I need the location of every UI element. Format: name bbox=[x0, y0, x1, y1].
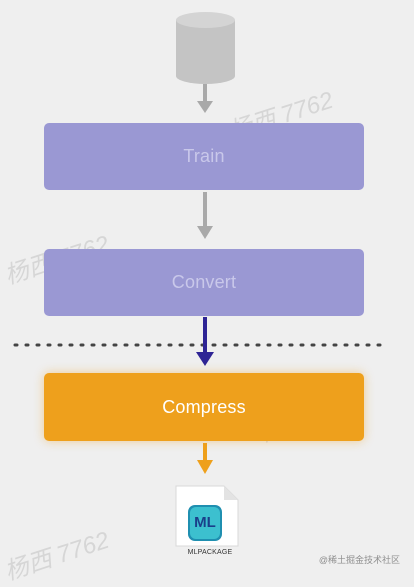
credit-text: @稀土掘金技术社区 bbox=[318, 555, 400, 565]
convert-step-label: Convert bbox=[171, 272, 237, 292]
convert-step: Convert bbox=[44, 249, 364, 316]
compress-step: Compress bbox=[44, 373, 364, 441]
arrow-to-mlpackage bbox=[197, 443, 213, 474]
mlpackage-label: MLPACKAGE bbox=[187, 549, 233, 556]
database-icon bbox=[176, 12, 235, 84]
arrow-to-compress bbox=[196, 317, 214, 366]
compress-step-label: Compress bbox=[162, 396, 246, 417]
arrow-to-convert bbox=[197, 192, 213, 239]
train-step: Train bbox=[44, 123, 364, 190]
arrow-to-train bbox=[197, 84, 213, 113]
mlpackage-icon-text: ML bbox=[194, 514, 216, 531]
mlpackage-file-icon bbox=[175, 485, 239, 547]
pipeline-diagram: 杨西 7762 杨西 7762 杨西 7762 杨西 7762 bbox=[1, 12, 400, 586]
diagram-connectors bbox=[13, 12, 386, 547]
train-step-label: Train bbox=[183, 146, 225, 166]
